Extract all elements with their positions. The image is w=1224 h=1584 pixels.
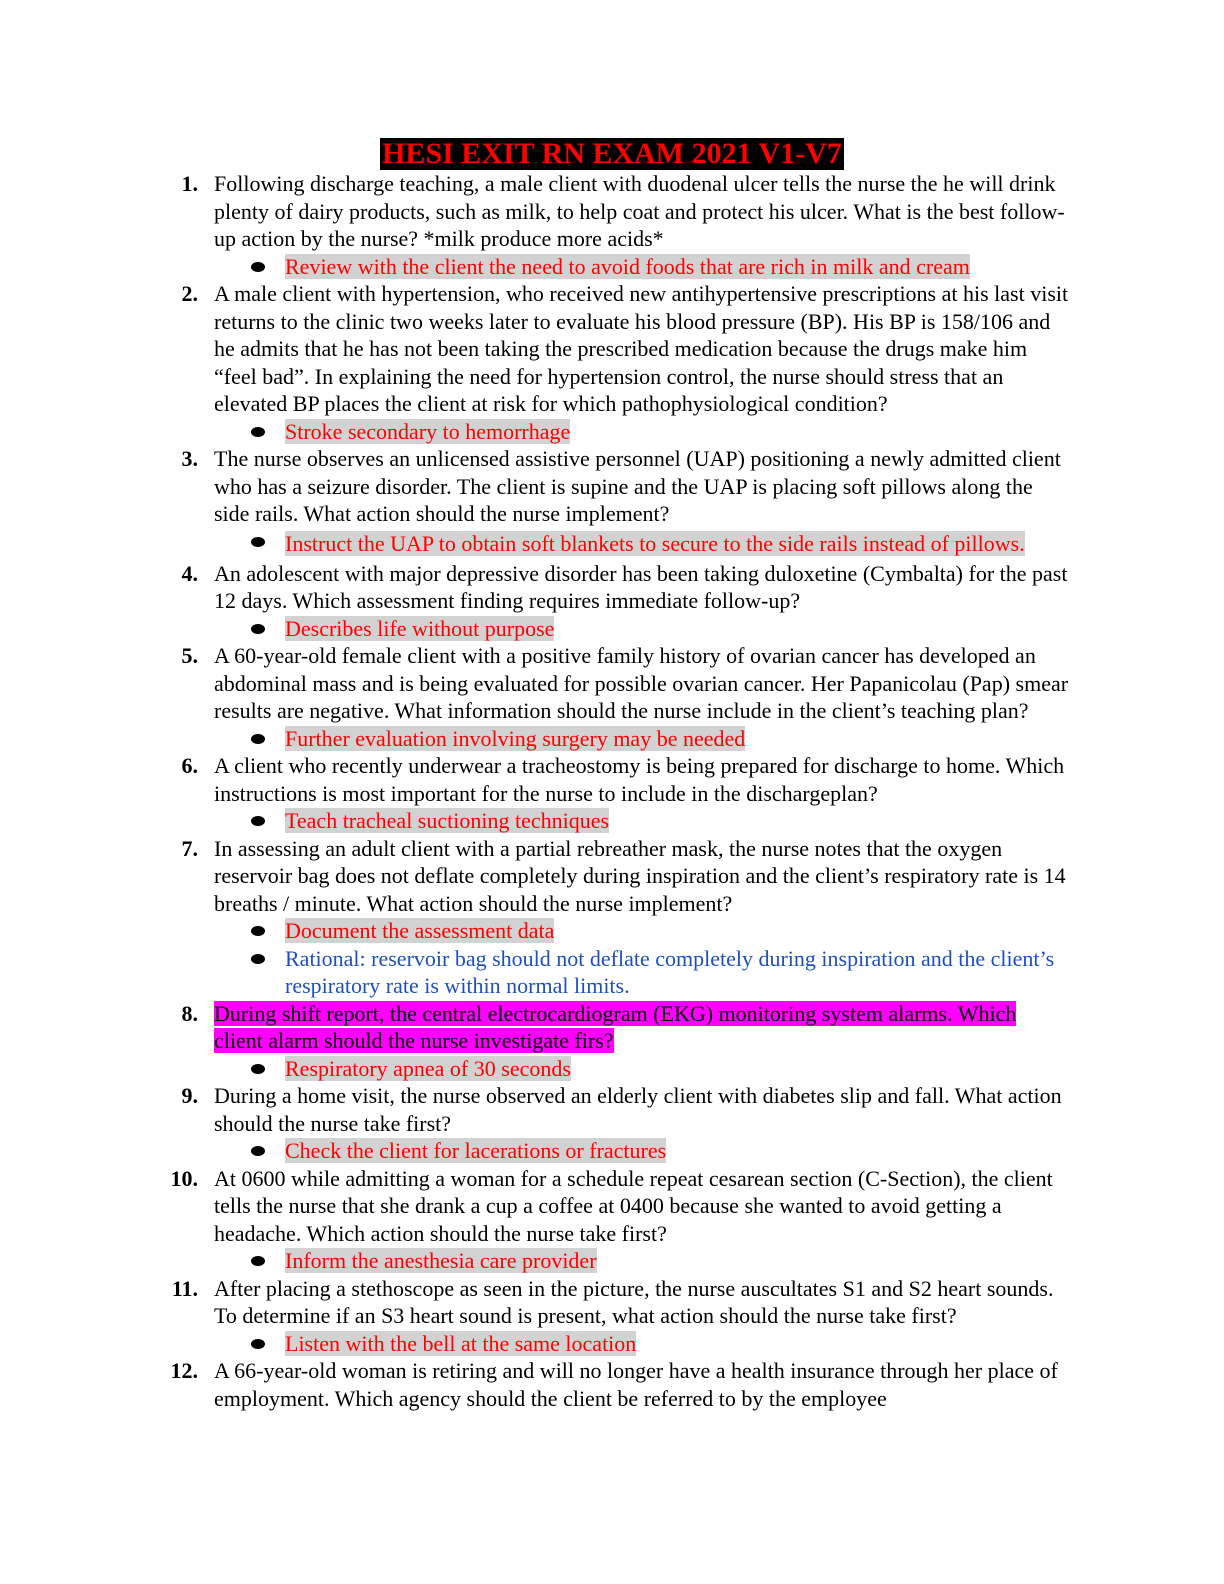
question-text: Following discharge teaching, a male cli… <box>214 171 1065 251</box>
answer-text: Listen with the bell at the same locatio… <box>285 1330 637 1356</box>
answer-item: Instruct the UAP to obtain soft blankets… <box>160 528 1070 560</box>
answer-text: Check the client for lacerations or frac… <box>285 1138 667 1163</box>
question-text: In assessing an adult client with a part… <box>214 835 1066 916</box>
answer-item: Inform the anesthesia care provider <box>160 1247 1070 1275</box>
bullet-icon <box>251 1338 265 1349</box>
question-text: An adolescent with major depressive diso… <box>214 560 1068 614</box>
question-item: 7. In assessing an adult client with a p… <box>160 835 1070 918</box>
question-item: 4. An adolescent with major depressive d… <box>160 560 1070 615</box>
answer-item: Describes life without purpose <box>160 615 1070 643</box>
answer-item: Respiratory apnea of 30 seconds <box>160 1055 1070 1083</box>
question-text: During a home visit, the nurse observed … <box>214 1083 1062 1136</box>
bullet-icon <box>251 953 265 964</box>
answer-item: Teach tracheal suctioning techniques <box>160 807 1070 835</box>
answer-item: Further evaluation involving surgery may… <box>160 725 1070 753</box>
bullet-icon <box>251 1146 265 1156</box>
bullet-icon <box>251 1063 265 1074</box>
answer-text: Describes life without purpose <box>285 615 555 641</box>
answer-item: Review with the client the need to avoid… <box>160 253 1070 281</box>
bullet-icon <box>251 426 265 437</box>
question-number: 11. <box>171 1275 198 1301</box>
question-item: 10. At 0600 while admitting a woman for … <box>160 1165 1070 1248</box>
question-text: A male client with hypertension, who rec… <box>214 281 1069 416</box>
question-number: 5. <box>181 643 199 668</box>
bullet-icon <box>251 816 265 826</box>
answer-text: Document the assessment data <box>285 918 555 943</box>
answer-text: Instruct the UAP to obtain soft blankets… <box>285 530 1025 556</box>
question-item: 1. Following discharge teaching, a male … <box>160 170 1070 253</box>
question-list: 1. Following discharge teaching, a male … <box>160 170 1070 1412</box>
rationale-item: Rational: reservoir bag should not defla… <box>160 945 1070 1000</box>
question-number: 8. <box>181 1000 199 1026</box>
question-text: The nurse observes an unlicensed assisti… <box>214 446 1061 526</box>
question-number: 2. <box>181 281 199 306</box>
answer-item: Listen with the bell at the same locatio… <box>160 1330 1070 1358</box>
question-number: 7. <box>181 835 199 861</box>
question-item: 12. A 66-year-old woman is retiring and … <box>160 1357 1070 1412</box>
bullet-icon <box>251 926 265 936</box>
question-item: 3. The nurse observes an unlicensed assi… <box>160 445 1070 528</box>
bullet-icon <box>251 536 265 547</box>
question-number: 12. <box>170 1358 199 1383</box>
question-text: A 60-year-old female client with a posit… <box>214 643 1069 723</box>
bullet-icon <box>251 623 265 634</box>
question-number: 3. <box>181 446 199 471</box>
question-item: 9. During a home visit, the nurse observ… <box>160 1082 1070 1137</box>
question-text: During shift report, the central electro… <box>214 1000 1017 1053</box>
question-item: 8. During shift report, the central elec… <box>160 1000 1070 1055</box>
question-number: 1. <box>181 171 199 196</box>
answer-item: Stroke secondary to hemorrhage <box>160 418 1070 446</box>
question-text: A client who recently underwear a trache… <box>214 753 1065 806</box>
answer-text: Teach tracheal suctioning techniques <box>285 808 610 833</box>
answer-text: Review with the client the need to avoid… <box>285 253 970 279</box>
question-number: 4. <box>181 560 199 586</box>
rationale-text: Rational: reservoir bag should not defla… <box>285 945 1055 999</box>
question-text: A 66-year-old woman is retiring and will… <box>214 1358 1058 1411</box>
answer-text: Further evaluation involving surgery may… <box>285 725 746 751</box>
bullet-icon <box>251 733 265 744</box>
question-item: 5. A 60-year-old female client with a po… <box>160 642 1070 725</box>
answer-text: Stroke secondary to hemorrhage <box>285 418 571 444</box>
question-text: At 0600 while admitting a woman for a sc… <box>214 1165 1053 1246</box>
question-number: 9. <box>181 1083 199 1108</box>
bullet-icon <box>251 261 265 272</box>
question-number: 6. <box>181 753 199 778</box>
title-container: HESI EXIT RN EXAM 2021 V1-V7 <box>0 138 1224 170</box>
question-item: 6. A client who recently underwear a tra… <box>160 752 1070 807</box>
answer-text: Respiratory apnea of 30 seconds <box>285 1055 571 1081</box>
answer-text: Inform the anesthesia care provider <box>285 1248 597 1273</box>
question-text: After placing a stethoscope as seen in t… <box>214 1275 1054 1329</box>
answer-item: Document the assessment data <box>160 917 1070 945</box>
bullet-icon <box>251 1256 265 1266</box>
answer-item: Check the client for lacerations or frac… <box>160 1137 1070 1165</box>
question-item: 2. A male client with hypertension, who … <box>160 280 1070 418</box>
question-number: 10. <box>170 1165 199 1191</box>
question-item: 11. After placing a stethoscope as seen … <box>160 1275 1070 1330</box>
document-title: HESI EXIT RN EXAM 2021 V1-V7 <box>380 137 844 170</box>
